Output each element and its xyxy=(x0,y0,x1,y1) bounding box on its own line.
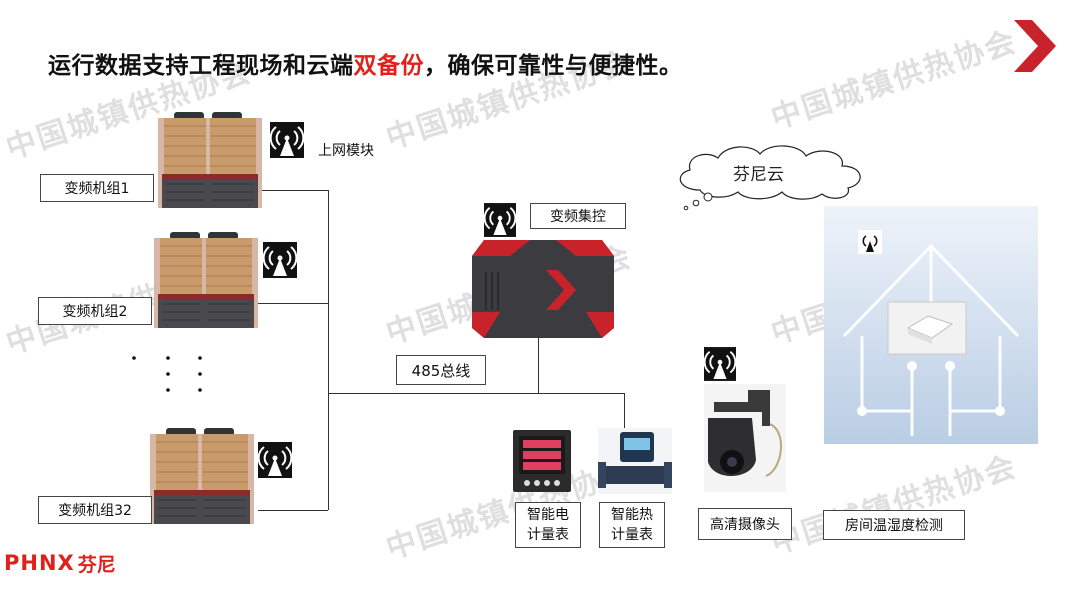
bus-vertical-line xyxy=(328,190,329,510)
connector-line xyxy=(538,338,539,393)
unit-label-1: 变频机组1 xyxy=(40,174,154,202)
unit-label-32: 变频机组32 xyxy=(38,496,152,524)
brand-logo-cn: 芬尼 xyxy=(77,553,116,576)
connector-line xyxy=(624,393,625,430)
heat-pump-unit-2-image xyxy=(154,232,258,328)
brand-logo: PHNX 芬尼 xyxy=(4,550,116,576)
connector-line xyxy=(258,190,328,191)
wireless-antenna-icon xyxy=(269,122,305,158)
title-highlight: 双备份 xyxy=(353,53,424,79)
wireless-antenna-icon xyxy=(703,347,737,381)
chevron-right-icon xyxy=(1014,20,1056,72)
heat-pump-unit-32-image xyxy=(150,428,254,524)
connector-line xyxy=(258,303,328,304)
camera-label: 高清摄像头 xyxy=(698,508,792,540)
page-title: 运行数据支持工程现场和云端双备份，确保可靠性与便捷性。 xyxy=(48,53,683,79)
heat-pump-unit-1-image xyxy=(158,112,262,208)
watermark: 中国城镇供热协会 xyxy=(766,449,1022,562)
heat-meter-image xyxy=(598,428,672,494)
power-meter-label: 智能电 计量表 xyxy=(515,502,581,548)
bus-label: 485总线 xyxy=(396,355,486,385)
cloud-label: 芬尼云 xyxy=(733,165,784,185)
ellipsis-dots xyxy=(132,356,202,392)
unit-label-2: 变频机组2 xyxy=(38,297,152,325)
heat-meter-label: 智能热 计量表 xyxy=(599,502,665,548)
connector-line xyxy=(258,510,328,511)
cloud-icon xyxy=(679,145,861,211)
bus-line xyxy=(328,393,624,394)
wireless-antenna-icon xyxy=(257,442,293,478)
room-sensor-label: 房间温湿度检测 xyxy=(823,510,965,540)
wireless-antenna-icon xyxy=(483,203,517,237)
watermark: 中国城镇供热协会 xyxy=(766,24,1022,137)
power-meter-image xyxy=(513,430,571,492)
camera-image xyxy=(704,384,786,492)
brand-logo-latin: PHNX xyxy=(4,551,75,575)
controller-device-image xyxy=(472,240,614,338)
smart-home-image xyxy=(824,206,1038,444)
wireless-antenna-icon xyxy=(262,242,298,278)
controller-label: 变频集控 xyxy=(530,203,626,229)
network-module-label: 上网模块 xyxy=(318,143,374,159)
